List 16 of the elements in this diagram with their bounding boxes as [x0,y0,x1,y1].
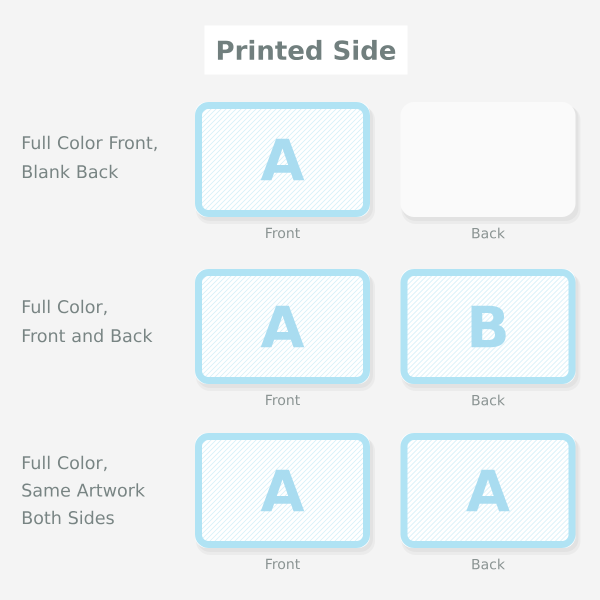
printed-card: A [195,433,375,555]
card-caption: Back [472,558,505,570]
printed-card: B [400,269,580,391]
row-label: Full Color, Front and Back [22,300,152,342]
card-caption: Front [266,228,300,238]
printed-card: A [195,102,375,224]
row-label: Full Color Front, Blank Back [22,136,157,178]
card-caption: Back [472,394,505,406]
card-caption: Back [472,228,505,238]
row-label: Full Color, Same Artwork Both Sides [22,456,145,524]
blank-card [400,102,580,224]
card-caption: Front [266,394,300,406]
title: Printed Side [204,26,408,74]
card-caption: Front [266,558,300,570]
printed-card: A [400,433,580,555]
printed-card: A [195,269,375,391]
